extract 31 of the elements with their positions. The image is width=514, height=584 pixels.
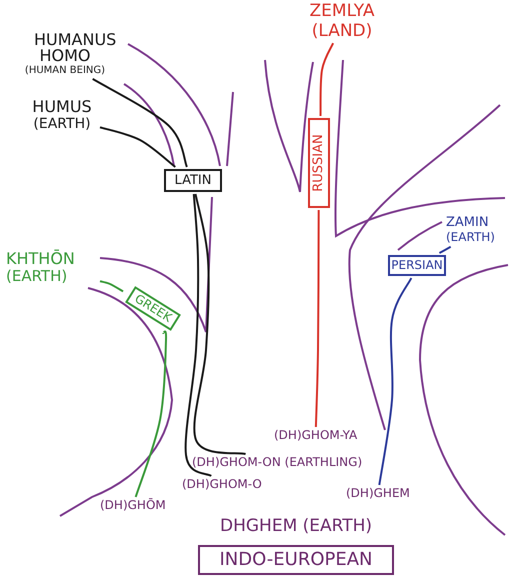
connector-line <box>184 194 212 477</box>
connector-line <box>320 42 334 116</box>
meaning-label: (EARTH) <box>32 116 92 132</box>
word-label: KHTHŌN <box>6 250 76 268</box>
language-box: PERSIAN <box>388 255 446 276</box>
connector-line <box>314 210 320 428</box>
root-form-label: (DH)GHEM <box>346 487 410 501</box>
meaning-label: (EARTH) <box>6 268 68 286</box>
meaning-label: (LAND) <box>310 22 374 42</box>
word-label: HUMUS <box>31 98 93 116</box>
language-box: RUSSIAN <box>308 118 330 208</box>
word-label: ZEMLYA <box>308 2 376 22</box>
root-form-label: (DH)GHOM-ON (EARTHLING) <box>192 456 362 470</box>
word-label: ZAMIN <box>446 216 490 231</box>
language-box: LATIN <box>164 169 222 192</box>
root-form-label: (DH)GHOM-YA <box>274 429 358 443</box>
caption-label: DHGHEM (EARTH) <box>220 517 372 537</box>
connector-line <box>100 126 176 168</box>
root-form-label: (DH)GHŌM <box>100 499 166 513</box>
connector-line <box>100 280 124 292</box>
meaning-label: (EARTH) <box>446 230 496 245</box>
connector-line <box>438 246 452 254</box>
meaning-label: (HUMAN BEING) <box>24 65 106 77</box>
word-label: HUMANUS <box>34 31 116 49</box>
word-label: HOMO <box>38 47 92 65</box>
connector-line <box>92 78 188 168</box>
root-form-label: (DH)GHOM-O <box>182 478 262 492</box>
connector-line <box>378 278 412 486</box>
language-box: INDO-EUROPEAN <box>198 545 394 575</box>
connector-line <box>134 330 168 498</box>
connector-line <box>193 194 246 455</box>
